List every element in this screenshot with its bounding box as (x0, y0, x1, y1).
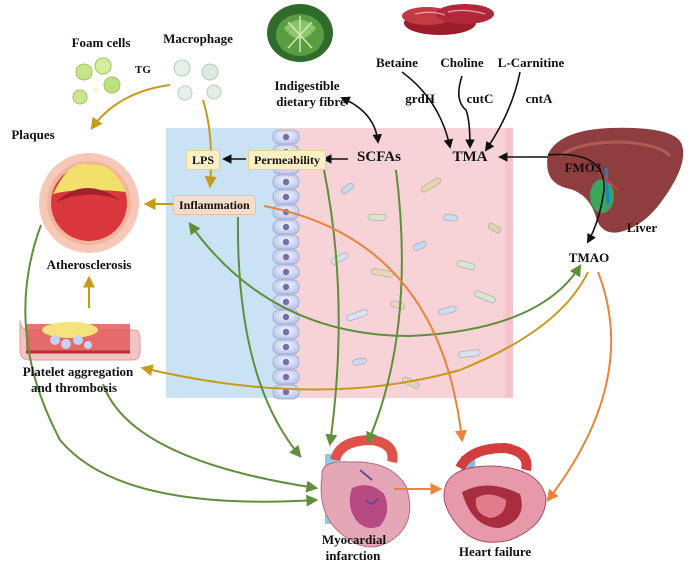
gold-arrows (83, 84, 589, 391)
plaques-label: Plaques (11, 127, 55, 142)
heart-icon (320, 434, 411, 548)
cell-nucleus (282, 133, 290, 141)
cell-nucleus (282, 298, 290, 306)
platelet-label-line1: Platelet aggregation (22, 364, 134, 379)
bacterium (438, 305, 457, 316)
grdh-label: grdH (405, 91, 435, 106)
l-carnitine-label: L-Carnitine (497, 55, 565, 70)
permeability-box: Permeability (248, 150, 326, 170)
bacterium (402, 376, 420, 389)
atherosclerosis-label: Atherosclerosis (46, 257, 132, 272)
artery-plaque-icon (39, 153, 139, 253)
inflammation-box: Inflammation (173, 195, 256, 215)
permeability-mi-arrow (323, 169, 340, 447)
tmao-platelet-arrow (140, 271, 589, 391)
blood-vessel-thrombus-icon (19, 319, 141, 361)
tmao-label: TMAO (568, 250, 610, 265)
fibre-label-line2: dietary fibre (276, 94, 346, 109)
cutc-label: cutC (466, 91, 494, 106)
fmo3-label: FMO3 (564, 160, 602, 175)
betaine-tma-arrow (401, 71, 454, 149)
green-arrows (24, 169, 582, 507)
choline-label: Choline (440, 55, 484, 70)
fibre-scfas-arrow (340, 96, 383, 144)
cell-nucleus (282, 358, 290, 366)
bacterium (443, 213, 458, 222)
scfas-label: SCFAs (357, 149, 401, 165)
cnta-label: cntA (525, 91, 553, 106)
liver-label: Liver (626, 220, 658, 235)
cell-nucleus (282, 373, 290, 381)
bacterium (352, 357, 367, 366)
bacterium (367, 213, 387, 221)
orange-arrows (263, 205, 613, 502)
bacterium (340, 182, 355, 195)
bacterium (420, 177, 442, 193)
tg-plaques-arrow (90, 84, 171, 130)
cell-nucleus (282, 283, 290, 291)
tmao-hf-arrow (546, 271, 613, 502)
meat-icon (402, 4, 494, 35)
cell-nucleus (282, 223, 290, 231)
lps-box: LPS (186, 150, 221, 170)
choline-tma-arrow (458, 75, 475, 149)
fibre-label-line1: Indigestible (274, 78, 340, 93)
inflammation-hf-arrow (263, 205, 467, 443)
cell-nucleus (282, 388, 290, 396)
mi-label-line1: Myocardial (321, 532, 387, 547)
carnitine-tma-arrow (484, 71, 521, 152)
cell-nucleus (282, 313, 290, 321)
platelet-mi-arrow (102, 383, 319, 493)
foam-cells-label: Foam cells (71, 35, 131, 50)
betaine-label: Betaine (376, 55, 418, 70)
bacterium (346, 309, 369, 322)
cell-nucleus (282, 253, 290, 261)
platelet-label-line2: and thrombosis (30, 380, 118, 395)
foam-cells-icon (72, 57, 121, 105)
cell-nucleus (282, 178, 290, 186)
cell-nucleus (282, 343, 290, 351)
black-arrows (222, 71, 605, 244)
bacterium (458, 349, 481, 358)
macrophage-label: Macrophage (163, 31, 233, 46)
macrophage-inflammation-arrow (202, 99, 217, 189)
macrophage-icon (173, 59, 222, 101)
cell-nucleus (282, 193, 290, 201)
bacterium (474, 290, 496, 304)
liver-icon (547, 127, 684, 233)
cell-nucleus (282, 328, 290, 336)
heart-failure-label: Heart failure (458, 544, 532, 559)
tma-label: TMA (452, 149, 488, 165)
cabbage-icon (267, 4, 333, 62)
mi-label-line2: infarction (325, 548, 381, 563)
bacterium (390, 300, 405, 310)
cell-nucleus (282, 238, 290, 246)
cell-nucleus (282, 268, 290, 276)
tmao-inflammation-arrow (188, 222, 582, 338)
atherosclerosis-mi-arrow (24, 224, 319, 507)
tg-label: TG (135, 64, 151, 76)
fmo3-tmao-arrow (547, 153, 605, 244)
scfas-mi-arrow (366, 169, 403, 445)
failing-heart-icon (443, 442, 547, 543)
